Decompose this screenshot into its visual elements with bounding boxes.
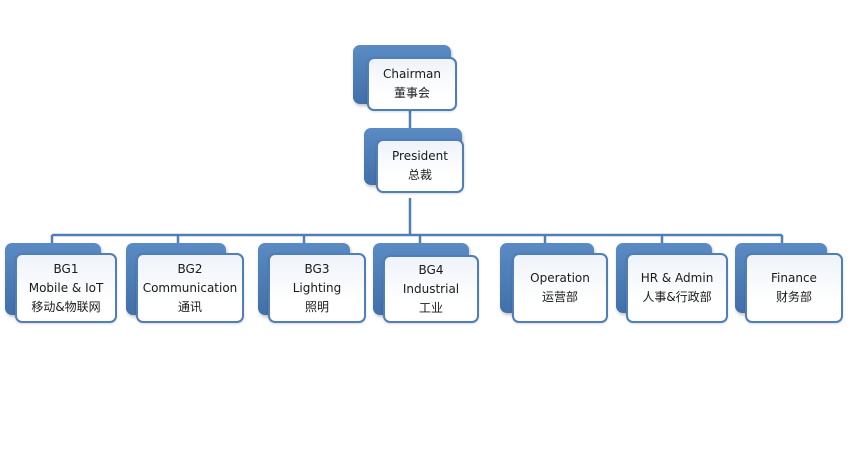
unit-label-line: Operation — [530, 271, 590, 285]
unit-label-line: 通讯 — [177, 299, 202, 314]
unit-label-line: 运营部 — [541, 290, 578, 304]
chairman-title: Chairman — [382, 67, 442, 81]
president-title: President — [392, 149, 448, 163]
chairman-title-zh: 董事会 — [393, 86, 430, 100]
unit-label-line: BG2 — [177, 261, 203, 276]
unit-label-line: HR & Admin — [640, 271, 714, 285]
unit-label-line: Mobile & IoT — [28, 280, 104, 295]
unit-label-line: BG1 — [53, 261, 79, 276]
unit-label-line: BG4 — [418, 262, 444, 277]
unit-label-line: Communication — [142, 280, 238, 295]
unit-label-line: 移动&物联网 — [31, 299, 101, 314]
unit-label-line: BG3 — [304, 261, 330, 276]
unit-label-line: 工业 — [418, 300, 443, 315]
unit-label-line: Finance — [771, 271, 817, 285]
unit-label-line: Industrial — [402, 281, 460, 296]
president-title-zh: 总裁 — [407, 168, 432, 182]
unit-label-line: 照明 — [304, 299, 329, 314]
unit-label-line: Lighting — [292, 280, 342, 295]
unit-label-line: 人事&行政部 — [642, 290, 712, 304]
unit-label-line: 财务部 — [775, 290, 812, 304]
